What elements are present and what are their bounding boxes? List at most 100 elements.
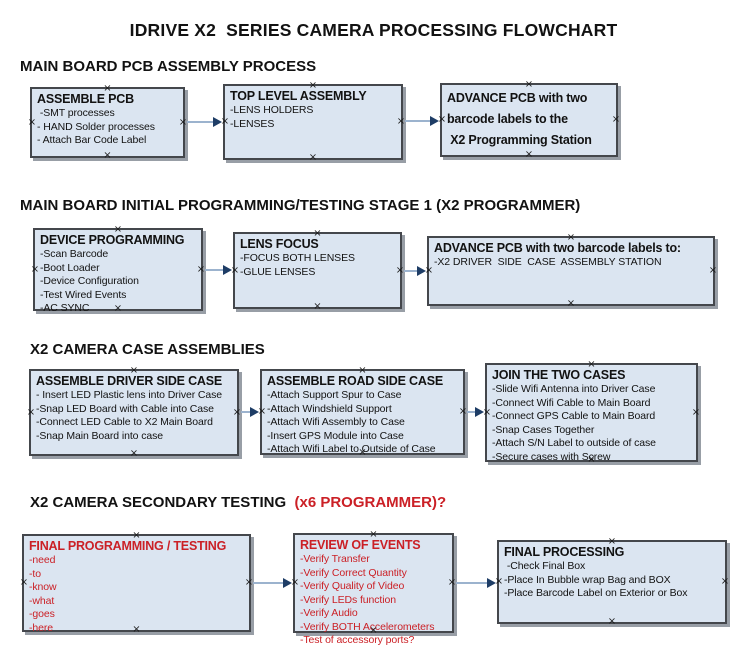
box-line: - Attach Bar Code Label bbox=[37, 134, 147, 146]
box-line: -Test of accessory ports? bbox=[300, 634, 415, 646]
box-line: -Check Final Box bbox=[504, 560, 586, 572]
box-line: -LENS HOLDERS bbox=[230, 104, 314, 116]
connection-handle-icon: × bbox=[308, 152, 318, 163]
box-line: -Verify Transfer bbox=[300, 553, 370, 565]
box-line: -Attach Windshield Support bbox=[267, 402, 392, 415]
box-line: -Attach Wifi Assembly to Case bbox=[267, 416, 405, 428]
box-line: -Place Barcode Label on Exterior or Box bbox=[504, 587, 688, 599]
box-line: - Insert LED Plastic lens into Driver Ca… bbox=[36, 389, 223, 401]
connector-arrow bbox=[253, 582, 285, 584]
arrow-head-icon bbox=[475, 407, 484, 417]
connection-handle-icon: × bbox=[103, 150, 112, 161]
box-line: -Verify LEDs function bbox=[300, 593, 396, 606]
connection-handle-icon: × bbox=[129, 448, 139, 459]
section-heading-text: MAIN BOARD INITIAL PROGRAMMING/TESTING S… bbox=[20, 197, 581, 214]
box-line: -Connect GPS Cable to Main Board bbox=[492, 410, 656, 422]
arrow-head-icon bbox=[417, 266, 426, 276]
connection-handle-icon: × bbox=[220, 116, 230, 127]
box-line: X2 Programming Station bbox=[447, 133, 592, 147]
connector-arrow bbox=[456, 582, 489, 584]
connection-handle-icon: × bbox=[482, 406, 492, 418]
box-line: -Attach S/N Label to outside of case bbox=[492, 437, 656, 449]
box-line: -Connect Wifi Cable to Main Board bbox=[492, 396, 651, 409]
arrow-head-icon bbox=[283, 578, 292, 588]
flow-box-lens-focus[interactable]: LENS FOCUS-FOCUS BOTH LENSES-GLUE LENSES… bbox=[230, 229, 404, 312]
box-line: -GLUE LENSES bbox=[240, 265, 316, 278]
arrow-head-icon bbox=[430, 116, 439, 126]
connection-handle-icon: × bbox=[27, 116, 37, 128]
section-heading-main-board-pcb-assembly: MAIN BOARD PCB ASSEMBLY PROCESS bbox=[20, 58, 316, 75]
box-line: -Place In Bubble wrap Bag and BOX bbox=[504, 573, 671, 586]
connection-handle-icon: × bbox=[494, 576, 504, 587]
flow-box-final-processing[interactable]: FINAL PROCESSING -Check Final Box-Place … bbox=[494, 537, 729, 627]
box-line: -Snap Cases Together bbox=[492, 423, 595, 436]
section-heading-x2-camera-case-assemblies: X2 CAMERA CASE ASSEMBLIES bbox=[30, 341, 265, 358]
box-line: -Snap Main Board into case bbox=[36, 429, 163, 442]
section-heading-text: X2 CAMERA SECONDARY TESTING bbox=[30, 494, 295, 511]
box-line: -what bbox=[29, 594, 55, 607]
section-heading-text: X2 CAMERA CASE ASSEMBLIES bbox=[30, 341, 265, 358]
connection-handle-icon: × bbox=[424, 265, 434, 276]
box-line: -AC SYNC bbox=[40, 302, 90, 314]
flow-box-review-of-events[interactable]: REVIEW OF EVENTS-Verify Transfer-Verify … bbox=[291, 530, 456, 647]
box-title: FINAL PROCESSING bbox=[504, 545, 625, 559]
box-line: -Boot Loader bbox=[40, 261, 100, 274]
flow-box-join-the-two-cases[interactable]: JOIN THE TWO CASES-Slide Wifi Antenna in… bbox=[482, 360, 700, 465]
connection-handle-icon: × bbox=[437, 114, 447, 125]
box-line: - HAND Solder processes bbox=[37, 120, 155, 133]
flow-box-assemble-driver-side-case[interactable]: ASSEMBLE DRIVER SIDE CASE- Insert LED Pl… bbox=[26, 366, 241, 459]
box-line: -FOCUS BOTH LENSES bbox=[240, 252, 355, 264]
arrow-head-icon bbox=[487, 578, 496, 588]
connector-arrow bbox=[187, 121, 215, 123]
flow-box-assemble-pcb[interactable]: ASSEMBLE PCB -SMT processes- HAND Solder… bbox=[27, 84, 187, 161]
box-line: barcode labels to the bbox=[447, 112, 568, 126]
box-title: TOP LEVEL ASSEMBLY bbox=[230, 89, 367, 103]
connection-handle-icon: × bbox=[313, 301, 322, 312]
box-line: -Connect LED Cable to X2 Main Board bbox=[36, 416, 213, 428]
box-line: -Scan Barcode bbox=[40, 248, 109, 260]
box-line: -X2 DRIVER SIDE CASE ASSEMBLY STATION bbox=[434, 256, 662, 268]
connection-handle-icon: × bbox=[566, 298, 576, 309]
box-title: REVIEW OF EVENTS bbox=[300, 538, 421, 552]
box-title: JOIN THE TWO CASES bbox=[492, 368, 626, 382]
box-line: -know bbox=[29, 581, 57, 593]
connection-handle-icon: × bbox=[230, 264, 240, 276]
connector-arrow bbox=[467, 411, 477, 413]
box-line: -SMT processes bbox=[37, 107, 115, 119]
box-line: -Slide Wifi Antenna into Driver Case bbox=[492, 383, 656, 395]
box-line: -Verify Quality of Video bbox=[300, 580, 405, 592]
connection-handle-icon: × bbox=[26, 406, 36, 418]
page-title: IDRIVE X2 SERIES CAMERA PROCESSING FLOWC… bbox=[129, 20, 618, 40]
box-line: -to bbox=[29, 567, 41, 580]
connection-handle-icon: × bbox=[607, 616, 617, 627]
box-line: -goes bbox=[29, 608, 55, 620]
box-title: LENS FOCUS bbox=[240, 237, 319, 251]
box-line: -Secure cases with Screw bbox=[492, 450, 611, 463]
box-line: -Verify Audio bbox=[300, 607, 358, 619]
arrow-head-icon bbox=[213, 117, 222, 127]
box-title: ASSEMBLE PCB bbox=[37, 92, 134, 106]
box-line: -Verify Correct Quantity bbox=[300, 566, 407, 579]
box-line: -Test Wired Events bbox=[40, 288, 127, 301]
box-line: -Attach Support Spur to Case bbox=[267, 389, 402, 401]
connection-handle-icon: × bbox=[19, 577, 29, 588]
connector-arrow bbox=[241, 411, 252, 413]
arrow-head-icon bbox=[223, 265, 232, 275]
flow-box-assemble-road-side-case[interactable]: ASSEMBLE ROAD SIDE CASE-Attach Support S… bbox=[258, 366, 467, 458]
flow-box-device-programming[interactable]: DEVICE PROGRAMMING-Scan Barcode-Boot Loa… bbox=[31, 225, 205, 315]
section-heading-suffix: (x6 PROGRAMMER)? bbox=[294, 494, 447, 511]
box-title: ASSEMBLE ROAD SIDE CASE bbox=[267, 374, 443, 388]
flow-box-final-programming-testing[interactable]: FINAL PROGRAMMING / TESTING-need-to-know… bbox=[19, 531, 253, 635]
box-line: -Insert GPS Module into Case bbox=[267, 429, 404, 442]
box-line: -LENSES bbox=[230, 117, 275, 130]
connector-arrow bbox=[405, 120, 432, 122]
section-heading-text: MAIN BOARD PCB ASSEMBLY PROCESS bbox=[20, 58, 317, 75]
box-line: -Verify BOTH Accelerometers bbox=[300, 620, 435, 633]
flow-box-advance-pcb-driver-side[interactable]: ADVANCE PCB with two barcode labels to:-… bbox=[424, 233, 717, 309]
flow-box-top-level-assembly[interactable]: TOP LEVEL ASSEMBLY-LENS HOLDERS-LENSES××… bbox=[220, 81, 405, 163]
connector-arrow bbox=[205, 269, 225, 271]
section-heading-x2-camera-secondary-testing: X2 CAMERA SECONDARY TESTING (x6 PROGRAMM… bbox=[30, 494, 446, 511]
box-line: -Snap LED Board with Cable into Case bbox=[36, 402, 214, 415]
